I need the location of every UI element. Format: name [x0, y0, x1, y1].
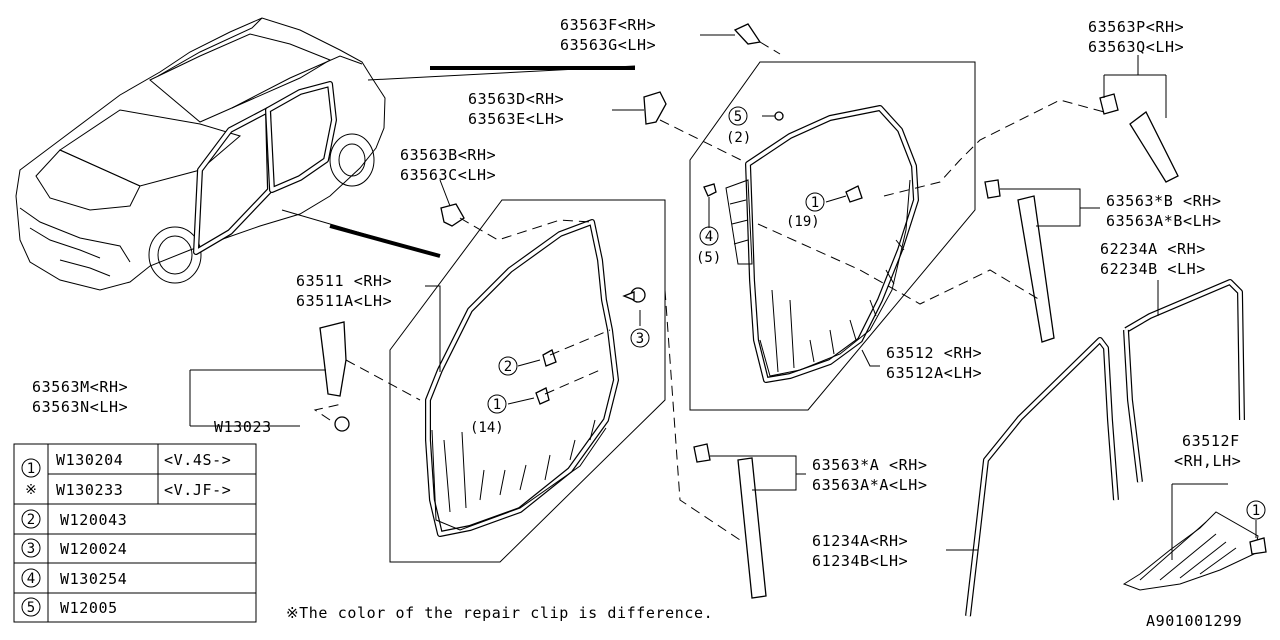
callout-4-rear-door: 4	[705, 229, 713, 245]
part-63512F-clip	[1249, 537, 1267, 555]
legend-code-W130233: W130233	[56, 481, 123, 499]
part-63563P-garnish	[1129, 111, 1179, 183]
callout-3-front-door: 3	[636, 331, 644, 347]
label-63563C: 63563C<LH>	[400, 166, 496, 184]
label-63563D: 63563D<RH>	[468, 90, 564, 108]
repair-clip-footnote: ※The color of the repair clip is differe…	[286, 604, 713, 622]
label-63563N: 63563N<LH>	[32, 398, 128, 416]
legend-code-W130204: W130204	[56, 451, 123, 469]
legend-num-5: 5	[27, 600, 35, 616]
callout-5-rear-door: 5	[734, 109, 742, 125]
callout-1-rear-door: 1	[811, 195, 819, 211]
rear-door-clip-4	[703, 183, 717, 197]
rear-door-clip-5	[774, 111, 784, 121]
part-63512F-seal	[1122, 511, 1259, 591]
label-63512A: 63512A<LH>	[886, 364, 982, 382]
label-63511A: 63511A<LH>	[296, 292, 392, 310]
callout-2-front-door: 2	[504, 359, 512, 375]
part-63563sB-clip	[984, 179, 1001, 199]
callout-1-front-door: 1	[493, 397, 501, 413]
callout-qty-19: (19)	[786, 214, 820, 230]
callouts: 2 1 (14) 3 5 (2) 4 (5) 1 (19) 1	[470, 106, 1266, 520]
legend-code-W12005: W12005	[60, 599, 118, 617]
legend-variant-JF: <V.JF->	[164, 481, 231, 499]
legend-code-W120024: W120024	[60, 540, 127, 558]
front-door-weatherstrip-group	[389, 199, 666, 563]
label-62234A: 62234A <RH>	[1100, 240, 1206, 258]
rear-door-panel-box	[689, 61, 976, 411]
part-61234A-moulding	[965, 337, 1119, 617]
leader-lines	[189, 34, 1257, 560]
part-63563F-garnish	[733, 23, 762, 45]
label-W13023: W13023	[214, 418, 272, 436]
legend-code-W120043: W120043	[60, 511, 127, 529]
part-63563M-pillar	[319, 321, 347, 397]
label-63512: 63512 <RH>	[886, 344, 982, 362]
label-63563F: 63563F<RH>	[560, 16, 656, 34]
label-63563M: 63563M<RH>	[32, 378, 128, 396]
label-63563AsA: 63563A*A<LH>	[812, 476, 928, 494]
part-63563sB-garnish	[1017, 195, 1055, 343]
label-63563E: 63563E<LH>	[468, 110, 564, 128]
legend-num-4: 4	[27, 571, 35, 587]
rear-door-weatherstrip-group	[689, 61, 976, 411]
front-door-weatherstrip	[425, 219, 619, 537]
label-63563sB: 63563*B <RH>	[1106, 192, 1222, 210]
legend-variant-4S: <V.4S->	[164, 451, 231, 469]
label-61234A: 61234A<RH>	[812, 532, 908, 550]
legend-num-2: 2	[27, 512, 35, 528]
label-62234B: 62234B <LH>	[1100, 260, 1206, 278]
label-63563G: 63563G<LH>	[560, 36, 656, 54]
label-63563sA: 63563*A <RH>	[812, 456, 928, 474]
front-door-panel-box	[389, 199, 666, 563]
callout-qty-2: (2)	[726, 130, 751, 146]
vehicle-illustration	[15, 17, 636, 291]
rear-door-clip-1	[845, 185, 863, 203]
clip-W13023	[334, 416, 350, 432]
label-63563B: 63563B<RH>	[400, 146, 496, 164]
callout-qty-5: (5)	[696, 250, 721, 266]
label-63563P: 63563P<RH>	[1088, 18, 1184, 36]
part-63563P-clip	[1099, 93, 1119, 115]
legend-code-W130254: W130254	[60, 570, 127, 588]
callout-qty-14: (14)	[470, 420, 504, 436]
label-63563AsB: 63563A*B<LH>	[1106, 212, 1222, 230]
part-63563sA-garnish	[737, 457, 767, 599]
label-61234B: 61234B<LH>	[812, 552, 908, 570]
legend-num-asterisk: ※	[25, 482, 37, 498]
legend-num-1: 1	[27, 461, 35, 477]
part-labels: 63563F<RH> 63563G<LH> 63563P<RH> 63563Q<…	[32, 16, 1241, 570]
front-door-clip-1	[535, 387, 550, 405]
fastener-legend-table: 1 ※ W130204 <V.4S-> W130233 <V.JF-> 2 W1…	[13, 443, 257, 623]
legend-num-3: 3	[27, 541, 35, 557]
label-63512F-rl: <RH,LH>	[1174, 452, 1241, 470]
diagram-id: A901001299	[1146, 612, 1242, 630]
label-63563Q: 63563Q<LH>	[1088, 38, 1184, 56]
front-door-clip-2	[542, 349, 557, 367]
label-63511: 63511 <RH>	[296, 272, 392, 290]
callout-1-63512F: 1	[1252, 503, 1260, 519]
part-63563B-garnish	[440, 203, 465, 227]
label-63512F: 63512F	[1182, 432, 1240, 450]
part-63563sA-clip	[693, 443, 711, 463]
part-63563D-garnish	[643, 91, 667, 125]
